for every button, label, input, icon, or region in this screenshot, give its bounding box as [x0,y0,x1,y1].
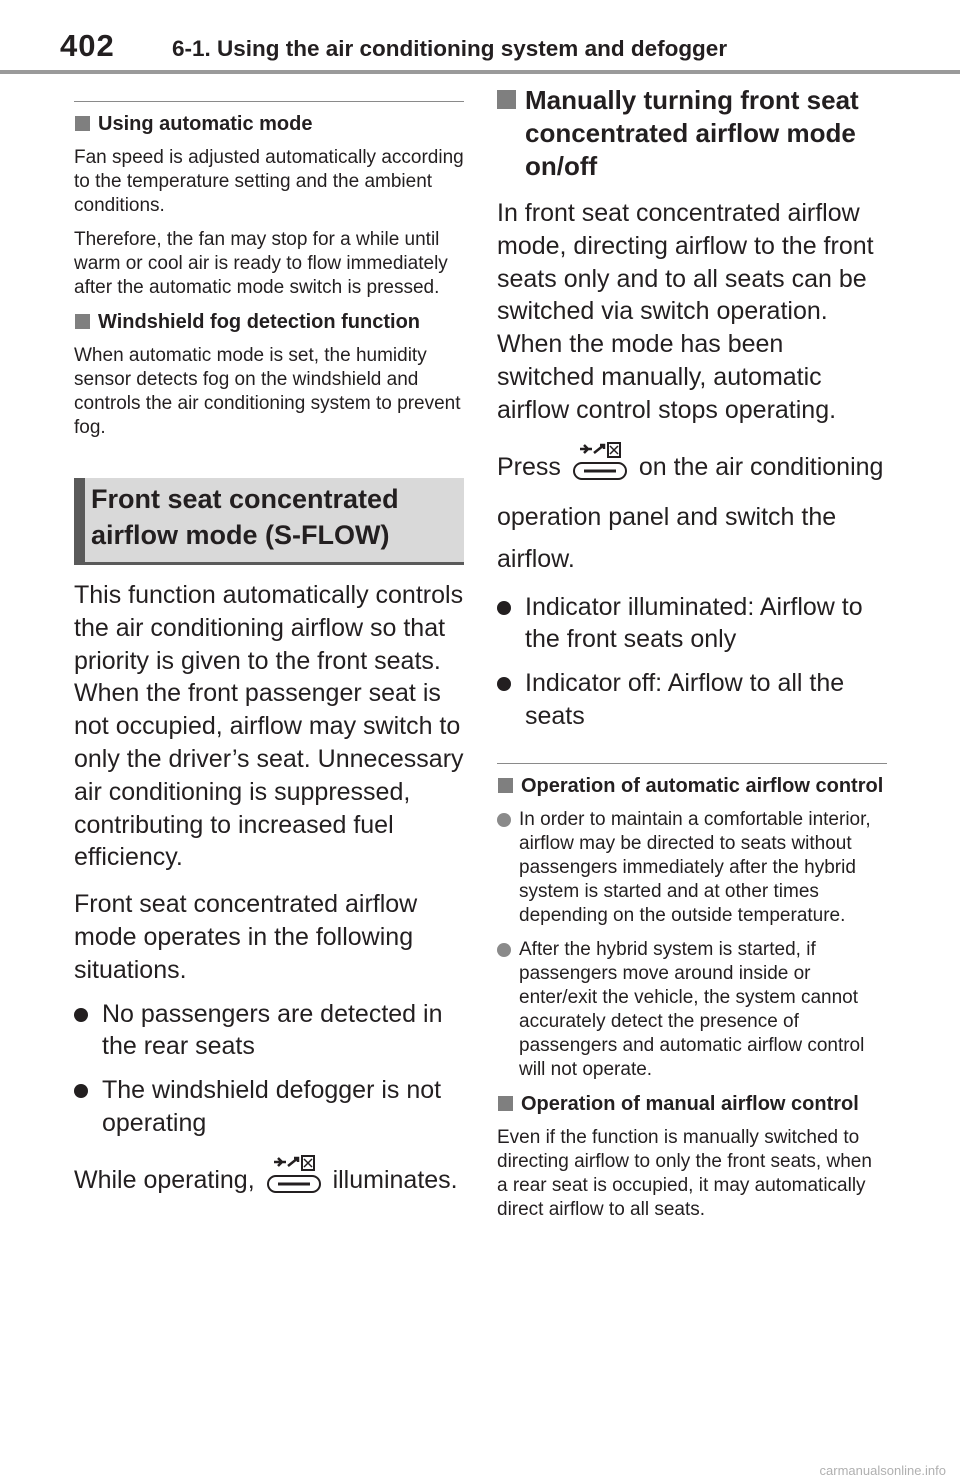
square-bullet-icon [498,1095,513,1111]
square-bullet-icon [75,116,90,131]
list-item: The windshield defogger is not operating [74,1074,464,1140]
page-header: 402 6-1. Using the air conditioning syst… [0,0,960,74]
note-paragraph: Fan speed is adjusted automatically acco… [74,147,464,216]
page-number: 402 [60,28,115,63]
list-item: No passengers are detected in the rear s… [74,998,464,1064]
left-column: Using automatic mode Fan speed is adjust… [74,84,464,1209]
note-divider [74,101,464,102]
body-paragraph: Front seat concentrated airflow mode ope… [74,890,418,984]
subsection-heading: Manually turning front seat concentrated… [497,84,887,183]
right-column: Manually turning front seat concentrated… [497,84,887,1222]
sflow-switch-icon [264,1154,324,1209]
note-paragraph: When automatic mode is set, the humidity… [74,345,461,438]
note-heading: Windshield fog detection function [74,310,464,334]
note-heading: Using automatic mode [74,112,464,136]
body-paragraph: In front seat concentrated airflow mode,… [497,199,874,424]
section-heading-box: Front seat concentrated airflow mode (S-… [74,478,464,565]
body-paragraph: Press on the air conditioning operation … [497,441,887,580]
bullet-icon [497,812,511,827]
body-paragraph: This function automatically controls the… [74,581,464,872]
header-divider [0,70,960,74]
note-paragraph: Therefore, the fan may stop for a while … [74,229,448,298]
sflow-switch-icon [570,441,630,496]
bullet-icon [497,600,511,615]
bullet-icon [74,1084,88,1099]
note-heading: Operation of automatic airflow control [497,774,887,798]
section-title: 6-1. Using the air conditioning system a… [172,36,728,61]
note-paragraph: Even if the function is manually switche… [497,1126,872,1220]
note-heading: Operation of manual airflow control [497,1092,887,1116]
square-bullet-icon [498,777,513,793]
bullet-icon [74,1007,88,1022]
note-list-item: In order to maintain a comfortable inter… [497,808,887,928]
note-list-item: After the hybrid system is started, if p… [497,938,887,1082]
square-bullet-icon [497,90,516,109]
bullet-icon [497,942,511,957]
square-bullet-icon [75,314,90,329]
watermark: carmanualsonline.info [819,1463,946,1478]
note-divider [497,762,887,764]
bullet-icon [497,677,511,692]
list-item: Indicator illuminated: Airflow to the fr… [497,591,887,657]
list-item: Indicator off: Airflow to all the seats [497,667,887,733]
body-paragraph: While operating, illuminates. [74,1154,464,1209]
